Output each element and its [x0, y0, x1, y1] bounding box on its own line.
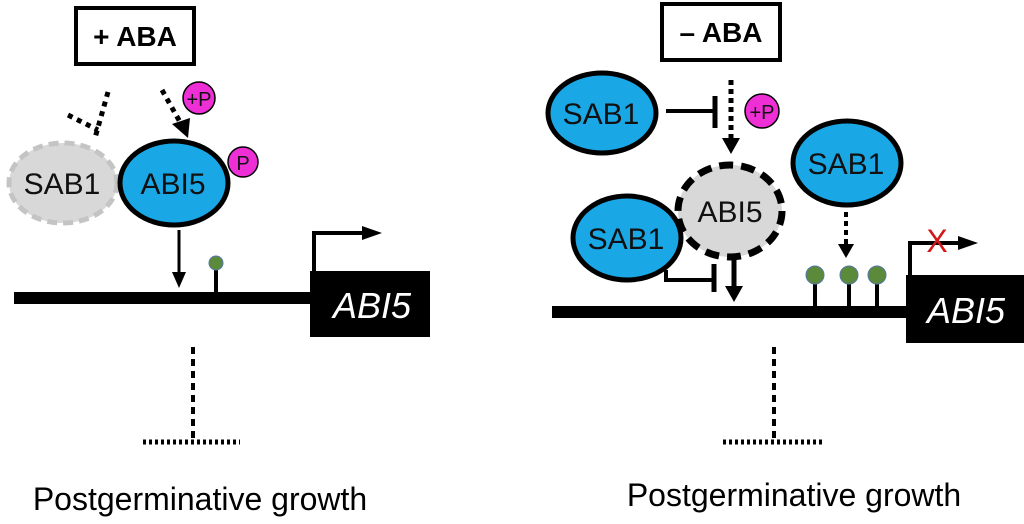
sab1-right-node: SAB1	[790, 118, 904, 208]
abi5-active-node: ABI5	[117, 138, 231, 228]
sab1-label: SAB1	[808, 148, 885, 181]
phospho-add-label: +P	[186, 89, 211, 111]
phospho-add-badge: +P	[744, 93, 780, 129]
methylation-marks	[805, 265, 887, 312]
gene-label: ABI5	[925, 290, 1006, 331]
left-panel: + ABA +P SAB1 ABI5 P	[6, 6, 430, 517]
growth-inhibition-dotted	[723, 347, 822, 445]
abi5-gene-box: ABI5	[310, 271, 430, 337]
sab1-top-node: SAB1	[545, 70, 659, 156]
transcription-arrow	[312, 226, 382, 272]
right-panel: – ABA SAB1 +P ABI5 SAB1	[545, 2, 1024, 513]
phospho-label: P	[236, 153, 249, 175]
abi5-label: ABI5	[697, 196, 762, 229]
sab1-methylation-arrow	[838, 212, 854, 258]
block-x-mark: X	[926, 223, 947, 259]
growth-inhibition-dotted	[143, 347, 240, 445]
phospho-add-badge: +P	[182, 81, 216, 115]
sab1-left-node: SAB1	[570, 193, 684, 283]
sab1-inhibits-phosphorylation	[666, 96, 718, 128]
outcome-label: Postgerminative growth	[627, 477, 961, 513]
condition-label: – ABA	[680, 17, 763, 48]
sab1-label: SAB1	[24, 168, 101, 201]
sab1-label: SAB1	[563, 98, 640, 131]
sab1-inactive-node: SAB1	[6, 140, 120, 226]
abi5-binding-arrow	[725, 257, 743, 302]
abi5-gene-box: ABI5	[906, 275, 1024, 343]
sab1-label: SAB1	[588, 223, 665, 256]
condition-label: + ABA	[93, 21, 177, 52]
condition-box-minus-aba: – ABA	[660, 2, 782, 62]
condition-box-plus-aba: + ABA	[74, 6, 196, 66]
abi5-label: ABI5	[140, 168, 205, 201]
blocked-inhibition-arrow	[66, 91, 111, 139]
abi5-inactive-node: ABI5	[674, 161, 786, 261]
phospho-add-label: +P	[749, 102, 774, 124]
transcription-arrow-blocked: X	[908, 223, 978, 276]
phosphorylation-arrow	[722, 80, 740, 154]
abi5-binding-arrow	[172, 230, 186, 288]
phospho-badge: P	[227, 146, 259, 178]
gene-label: ABI5	[331, 285, 412, 326]
sab1-inhibits-binding	[664, 264, 717, 292]
phosphorylation-arrow	[159, 88, 190, 138]
methylation-mark	[208, 255, 224, 298]
outcome-label: Postgerminative growth	[33, 481, 367, 517]
